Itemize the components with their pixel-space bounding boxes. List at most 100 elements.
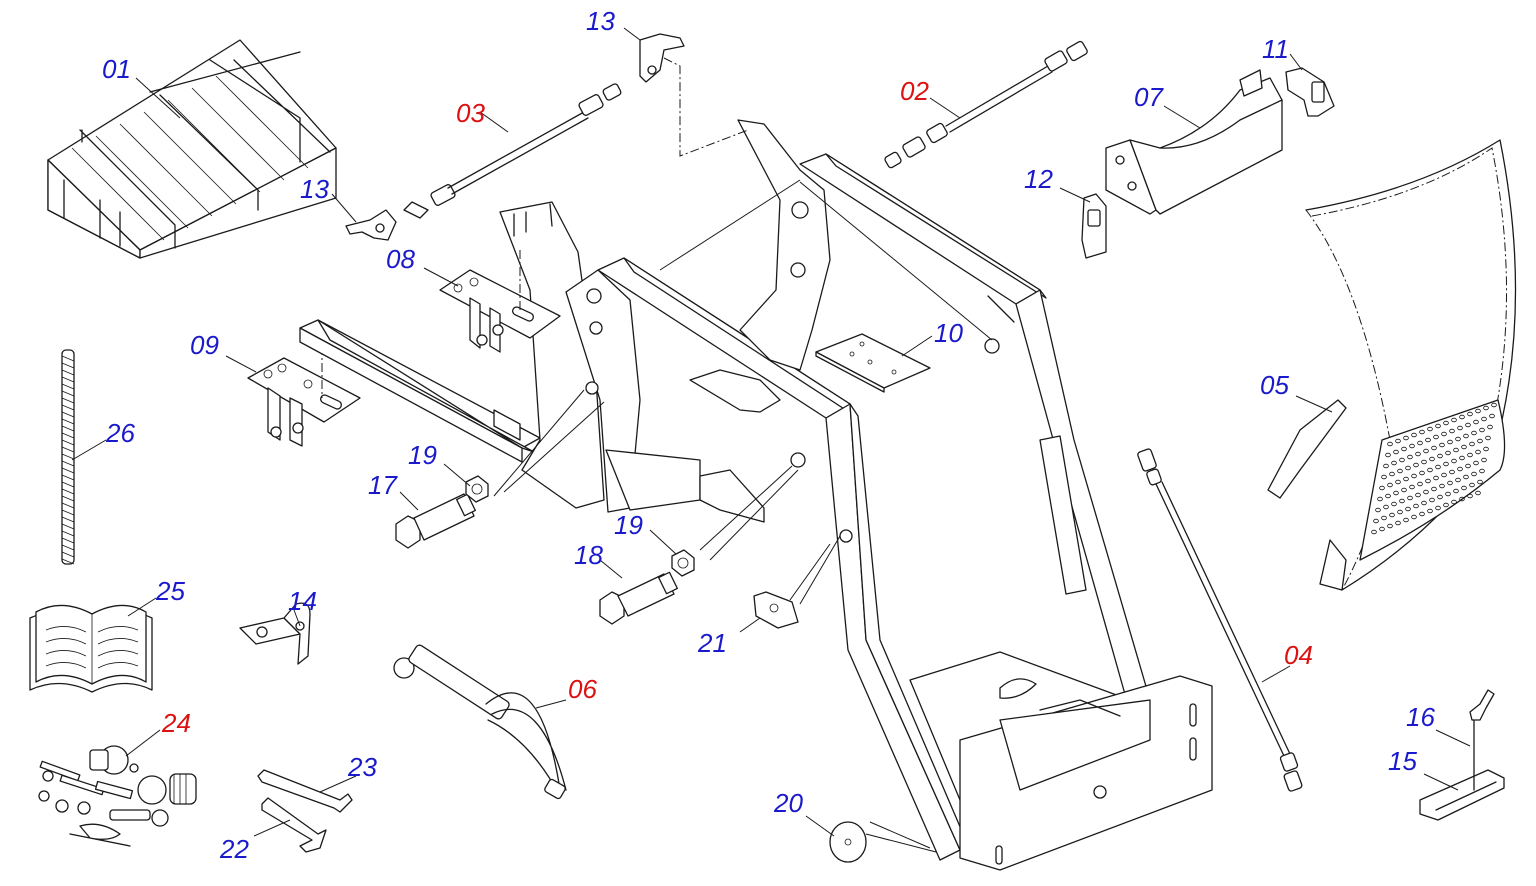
grille-hole [1479,468,1485,474]
grille-hole [1423,489,1429,495]
grille-hole [1465,422,1471,428]
part-bracket-13-top [639,33,749,157]
grille-hole [1385,493,1391,499]
grille-hole [1475,408,1481,414]
grille-hole [1483,446,1489,452]
grille-hole [1427,467,1433,473]
part-hydraulic-line-02 [884,40,1088,169]
part-pin-16 [1469,689,1495,791]
label-19-upper: 19 [408,440,437,470]
part-nut-19b [671,549,695,577]
label-19-lower: 19 [614,510,643,540]
grille-hole [1433,475,1439,481]
grille-hole [1445,450,1451,456]
grille-hole [1407,454,1413,460]
grille-hole [1399,498,1405,504]
label-23: 23 [347,752,377,782]
grille-hole [1467,493,1473,499]
grille-hole [1445,491,1451,497]
label-24: 24 [161,708,191,738]
grille-hole [1389,512,1395,518]
label-16: 16 [1406,702,1435,732]
label-14: 14 [288,586,317,616]
grille-hole [1389,471,1395,477]
grille-hole [1427,426,1433,432]
part-wrench-23 [257,769,353,813]
grille-hole [1443,502,1449,508]
label-08: 08 [386,244,415,274]
grille-hole [1485,435,1491,441]
label-20: 20 [773,788,803,818]
grille-hole [1375,507,1381,513]
grille-hole [1463,474,1469,480]
grille-hole [1393,449,1399,455]
part-spiral-wrap [61,349,75,565]
grille-hole [1429,497,1435,503]
grille-hole [1411,432,1417,438]
grille-hole [1457,466,1463,472]
grille-hole [1381,474,1387,480]
label-11: 11 [1262,34,1289,64]
grille-hole [1387,523,1393,529]
grille-hole [1473,460,1479,466]
grille-hole [1465,463,1471,469]
grille-hole [1481,457,1487,463]
part-clip-11 [1285,67,1335,117]
grille-hole [1443,420,1449,426]
label-06: 06 [568,674,597,704]
grille-hole [1439,442,1445,448]
grille-hole [1395,438,1401,444]
grille-hole [1429,456,1435,462]
grille-hole [1427,508,1433,514]
grille-perforations [1371,402,1497,535]
grille-hole [1483,405,1489,411]
part-pin-18 [599,571,678,625]
grille-hole [1475,490,1481,496]
label-09: 09 [190,330,219,360]
grille-hole [1379,526,1385,532]
label-04: 04 [1284,640,1313,670]
grille-hole [1413,503,1419,509]
grille-hole [1471,471,1477,477]
grille-hole [1455,436,1461,442]
label-15: 15 [1388,746,1417,776]
grille-hole [1451,417,1457,423]
part-labels: 01 02 03 04 05 06 07 08 09 10 11 12 13 1… [102,6,1435,864]
grille-hole [1395,520,1401,526]
part-hydraulic-hose-04 [1137,448,1303,792]
grille-hole [1373,518,1379,524]
label-leaders [71,27,1471,837]
grille-hole [1399,457,1405,463]
grille-hole [1397,509,1403,515]
label-12: 12 [1024,164,1053,194]
label-03: 03 [456,98,485,128]
part-bracket-13-left [345,209,397,241]
part-grille-guard [1267,139,1517,591]
grille-hole [1409,484,1415,490]
grille-hole [1411,514,1417,520]
grille-hole [1435,423,1441,429]
part-mount-bracket-09 [247,346,361,447]
grille-hole [1415,451,1421,457]
grille-hole [1413,462,1419,468]
part-wrench-22 [261,797,327,853]
grille-hole [1405,506,1411,512]
grille-hole [1403,476,1409,482]
label-07: 07 [1134,82,1164,112]
grille-hole [1387,482,1393,488]
grille-hole [1459,414,1465,420]
grille-hole [1383,504,1389,510]
grille-hole [1409,443,1415,449]
part-frame-beam-left [597,257,971,861]
grille-hole [1437,453,1443,459]
grille-hole [1477,479,1483,485]
label-10: 10 [934,318,963,348]
grille-hole [1407,495,1413,501]
grille-hole [1489,413,1495,419]
label-05: 05 [1260,370,1289,400]
grille-hole [1421,459,1427,465]
grille-hole [1377,496,1383,502]
grille-hole [1457,425,1463,431]
grille-hole [1477,438,1483,444]
label-01: 01 [102,54,131,84]
